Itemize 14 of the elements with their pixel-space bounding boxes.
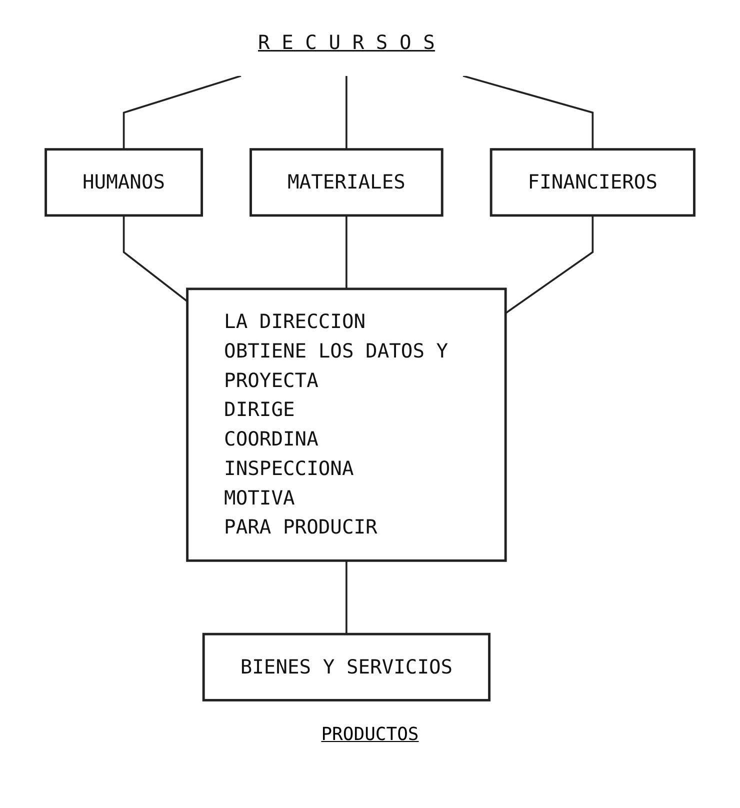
node-box: HUMANOS	[44, 148, 203, 217]
connector	[346, 76, 348, 150]
connector	[346, 560, 348, 634]
connector	[462, 75, 594, 150]
diagram-label: PRODUCTOS	[321, 724, 419, 745]
connector	[505, 215, 594, 314]
connector	[122, 215, 188, 302]
node-box: LA DIRECCION OBTIENE LOS DATOS Y PROYECTA DIRIGE COORDINA INSPECCIONA MOTIVA PARA PRODUCIR	[186, 288, 507, 562]
node-box: MATERIALES	[250, 148, 444, 217]
node-box: BIENES Y SERVICIOS	[202, 632, 490, 702]
connector	[346, 215, 348, 289]
connector	[122, 75, 242, 150]
node-box: FINANCIEROS	[490, 148, 696, 217]
node-text: R E C U R S O S	[258, 30, 435, 54]
